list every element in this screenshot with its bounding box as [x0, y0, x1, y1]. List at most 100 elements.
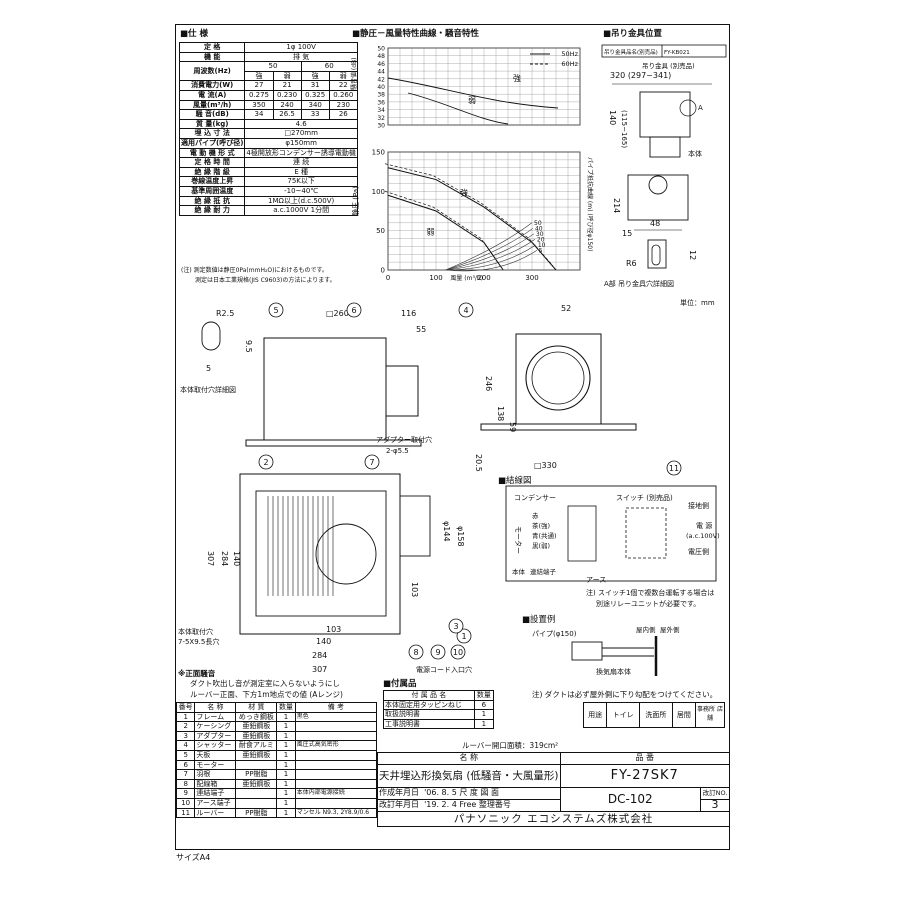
install-heading: ■設置例	[522, 614, 556, 625]
hanger-info-box	[601, 44, 727, 58]
use-living: 居間	[671, 702, 697, 728]
dim-103-h: 103	[326, 625, 341, 634]
switch-box	[625, 507, 667, 559]
parts-cell	[235, 797, 278, 809]
parts-cell: 連結端子	[194, 788, 237, 799]
spec-cell: 0.325	[300, 89, 330, 101]
dim-138: 138	[496, 406, 505, 421]
dim-214: 214	[612, 198, 621, 213]
noise-tick: 34	[377, 107, 385, 114]
side-view-hole	[648, 175, 668, 195]
cord-entry-label: 電源コード入口穴	[416, 665, 472, 674]
parts-cell: 亜鉛鋼板	[235, 749, 278, 761]
dim-59: 59	[508, 422, 517, 432]
spec-row: 機 能排 気	[178, 51, 358, 63]
parts-cell: 1	[276, 769, 296, 780]
motor-label: モーター	[514, 526, 523, 554]
noise-curve-strong	[387, 77, 559, 109]
condenser-label: コンデンサー	[514, 493, 556, 502]
spec-cell: E 種	[244, 166, 358, 178]
parts-cell: 天板	[194, 749, 237, 761]
pressure-tick: 150	[372, 149, 385, 157]
side-frame	[245, 439, 422, 447]
dim-307-h: 307	[312, 665, 327, 674]
pressure-tick: 0	[381, 267, 385, 275]
drawing-label: 図 面	[480, 788, 500, 798]
acc-cell: 1	[473, 718, 495, 730]
parts-cell: 7	[175, 769, 196, 780]
adapter-hole-size: 2-φ5.5	[386, 447, 409, 455]
hanger-body	[639, 91, 691, 138]
noise-tick: 42	[377, 76, 385, 83]
parts-header-cell: 備 考	[294, 702, 378, 713]
pipe-curve	[445, 222, 533, 271]
dim-52: 52	[561, 304, 571, 313]
dim-140: 140	[608, 110, 617, 125]
spec-cell: 21	[272, 80, 302, 91]
callout-number: 2	[263, 458, 268, 467]
spec-cell: 適用パイプ(呼び径)	[178, 137, 246, 149]
hanger-model: FY-KB021	[664, 50, 690, 56]
spec-cell: 絶 縁 耐 力	[178, 205, 246, 216]
install-inside: 屋内側	[636, 625, 656, 634]
dim-330: □330	[534, 461, 557, 470]
noise-tick: 44	[377, 69, 385, 76]
spec-cell: 240	[272, 99, 302, 111]
spec-cell: 33	[300, 109, 330, 120]
front-frame	[480, 423, 637, 431]
uses-table: 用途 トイレ 洗面所 居間 事務所 店舗	[582, 702, 725, 728]
spec-cell: 4極開放形コンデンサー誘導電動機	[244, 147, 358, 159]
parts-cell	[294, 759, 378, 771]
parts-cell: 本体内部電源接続	[294, 788, 378, 799]
spec-cell: 消費電力(W)	[178, 80, 246, 91]
noise-tick: 38	[377, 92, 385, 99]
dim-205: 20.5	[474, 454, 483, 472]
curve-weak-label: 弱	[426, 228, 434, 237]
dim-15: 15	[622, 229, 632, 238]
dim-5: 5	[206, 364, 211, 373]
parts-cell: 風圧式高気密形	[294, 740, 378, 751]
parts-cell	[294, 730, 378, 742]
dim-r6: R6	[626, 259, 637, 268]
pipe-tick: 5	[539, 247, 543, 254]
pipe-label: パイプ抵抗曲線 (m) (呼び径φ150)	[586, 157, 594, 251]
spec-cell: 0.230	[272, 89, 302, 101]
callout-circle	[450, 644, 466, 660]
spec-cell: 風量(m³/h)	[178, 99, 246, 111]
dim-r25: R2.5	[216, 309, 234, 318]
wire-label: 茶(強)	[532, 521, 550, 530]
parts-cell: 4	[175, 740, 196, 751]
parts-cell: 1	[175, 711, 196, 723]
parts-cell: 5	[175, 749, 196, 761]
parts-cell: マンセル N9.3, 2Y8.9/0.6	[294, 807, 378, 819]
callout-number: 6	[351, 306, 356, 315]
scale-label: 尺 度	[459, 788, 478, 798]
acc-header-cell: 数量	[473, 690, 495, 701]
spec-cell: 1φ 100V	[244, 42, 358, 53]
pressure-tick: 50	[376, 227, 385, 235]
parts-cell: 耐食アルミ	[235, 740, 278, 751]
dim-95: 9.5	[244, 340, 253, 353]
dim-246: 246	[484, 376, 493, 391]
front-duct-inner	[531, 351, 585, 405]
ref-label: 整理番号	[478, 800, 511, 810]
spec-cell: 26.5	[272, 109, 302, 120]
voltage-side-label: 電圧側	[688, 547, 709, 556]
noise-note-2: ルーバー正面、下方1m地点での値 (Aレンジ)	[190, 690, 343, 699]
parts-cell: 1	[276, 788, 296, 799]
spec-cell: 弱	[272, 70, 302, 82]
parts-cell: 亜鉛鋼板	[235, 778, 278, 790]
slot	[651, 244, 661, 266]
revised-date: '19. 2. 4	[424, 800, 457, 810]
spec-cell: 34	[244, 109, 274, 120]
